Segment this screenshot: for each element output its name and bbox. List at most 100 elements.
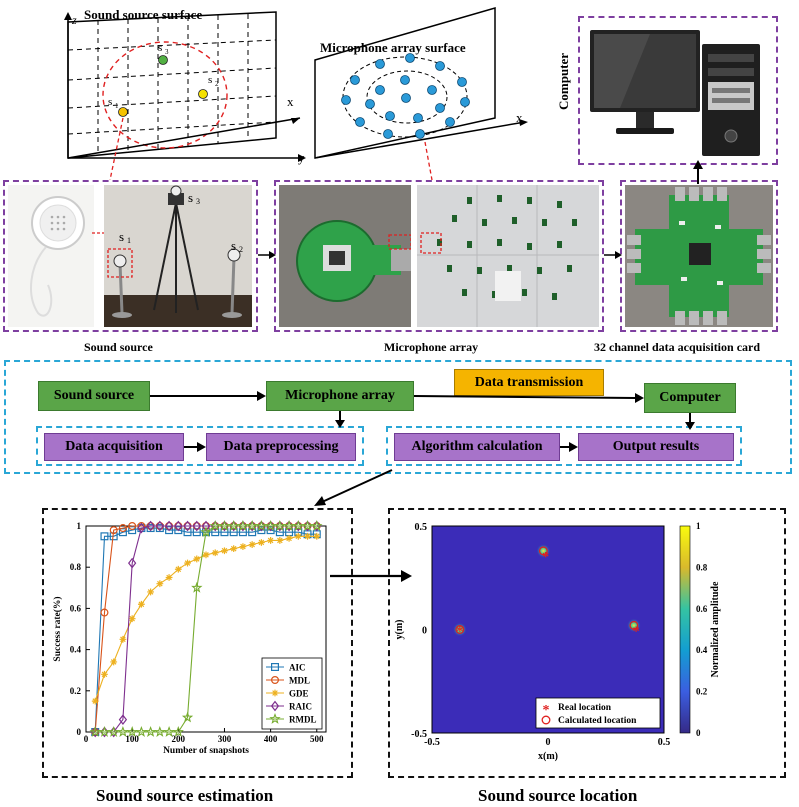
data-point	[117, 726, 129, 737]
data-point	[211, 549, 219, 557]
data-point	[193, 555, 201, 563]
legend-marker	[271, 676, 280, 685]
data-point	[274, 519, 286, 531]
flow-data-acquisition: Data acquisition	[44, 433, 184, 461]
data-point	[292, 520, 304, 531]
colorbar-tick-label: 1	[696, 521, 701, 531]
s2-label: s	[208, 74, 212, 86]
data-point	[174, 565, 182, 573]
data-point	[276, 537, 284, 544]
y-tick-label: 0.2	[70, 686, 82, 696]
legend-label: AIC	[289, 663, 306, 673]
axis-y-label: y	[298, 150, 305, 165]
data-point	[164, 520, 174, 532]
flow-outer-box	[4, 360, 792, 474]
data-point	[174, 520, 183, 532]
data-point	[118, 528, 127, 537]
data-point	[248, 528, 257, 537]
data-point	[101, 670, 108, 678]
daq-caption: 32 channel data acquisition card	[594, 340, 761, 354]
y-tick-label: 0	[77, 727, 82, 737]
microphone-array-box	[274, 180, 604, 332]
data-point	[264, 520, 277, 531]
data-point	[172, 726, 184, 737]
data-point	[184, 559, 191, 567]
source-s3-dot	[158, 55, 168, 65]
data-point	[209, 520, 221, 531]
y-tick-label: 0.4	[70, 645, 82, 655]
flow-algorithm-calculation: Algorithm calculation	[394, 433, 560, 461]
data-point	[155, 520, 165, 532]
series-line	[95, 525, 317, 733]
y-tick-label: -0.5	[411, 729, 427, 740]
mic-axis-x-label: x	[516, 110, 523, 125]
y-tick-label: 0.6	[70, 603, 82, 613]
flow-microphone-array: Microphone array	[266, 381, 414, 411]
data-point	[183, 520, 192, 532]
data-point	[174, 526, 183, 535]
source-surface-diagram	[64, 11, 306, 162]
data-point	[110, 658, 118, 666]
data-point	[128, 615, 136, 623]
mic-surface-diagram	[314, 7, 528, 159]
mic-surface-title: Microphone array surface	[320, 40, 466, 55]
data-point	[137, 522, 146, 534]
data-point	[119, 635, 127, 643]
data-point	[257, 526, 266, 535]
axis-z-label: z	[71, 13, 77, 27]
x-tick-label: -0.5	[424, 737, 440, 748]
photo-s3-label: s	[188, 190, 194, 205]
axis-x-label: x	[287, 94, 294, 109]
photo-s2-sub: 2	[239, 245, 243, 254]
sound-source-box	[3, 180, 258, 332]
data-point	[108, 726, 120, 737]
data-point	[165, 526, 174, 535]
legend-real-label: Real location	[558, 703, 612, 713]
x-tick-label: 0	[84, 734, 89, 744]
sources-stand-photo	[104, 185, 252, 327]
computer-label: Computer	[556, 52, 571, 110]
data-point	[165, 574, 173, 581]
flow-output-results: Output results	[578, 433, 734, 461]
data-point	[192, 528, 201, 537]
data-point	[304, 532, 311, 540]
data-point	[301, 519, 314, 531]
s3-label: s	[158, 42, 162, 54]
data-point	[89, 726, 101, 737]
data-point	[137, 600, 145, 608]
y-tick-label: 0.5	[415, 522, 428, 533]
data-point	[283, 520, 295, 531]
data-point	[181, 711, 194, 723]
array-wall-photo	[417, 185, 599, 327]
calculated-point	[629, 620, 639, 630]
microphone-array-caption: Microphone array	[384, 340, 479, 354]
data-point	[311, 520, 323, 531]
photo-s2-label: s	[231, 238, 237, 253]
x-tick-label: 500	[310, 734, 324, 744]
data-point	[221, 547, 228, 555]
top-sketches: z Sound source surface x y s 3 s 1 s 2 M…	[64, 7, 528, 180]
data-point	[109, 526, 118, 535]
data-point	[202, 551, 210, 559]
data-point	[294, 532, 302, 540]
data-point	[230, 545, 238, 553]
flow-data-preprocessing: Data preprocessing	[206, 433, 356, 461]
data-point	[257, 539, 265, 546]
data-point	[266, 526, 275, 535]
legend-calc-marker	[541, 715, 551, 725]
data-point	[135, 726, 148, 737]
x-tick-label: 400	[264, 734, 278, 744]
legend-box	[535, 697, 661, 729]
legend-calc-label: Calculated location	[558, 716, 637, 726]
real-point: *	[456, 625, 463, 640]
real-point: *	[633, 625, 640, 640]
x-tick-label: 300	[218, 734, 232, 744]
y-tick-label: 0.8	[70, 562, 82, 572]
series-gde	[91, 532, 321, 705]
computer-box	[578, 16, 778, 165]
source-surface-title: Sound source surface	[84, 7, 202, 22]
data-point	[144, 726, 157, 737]
legend-label: GDE	[289, 689, 309, 699]
data-point	[154, 725, 166, 737]
legend-real-marker: *	[543, 703, 550, 718]
